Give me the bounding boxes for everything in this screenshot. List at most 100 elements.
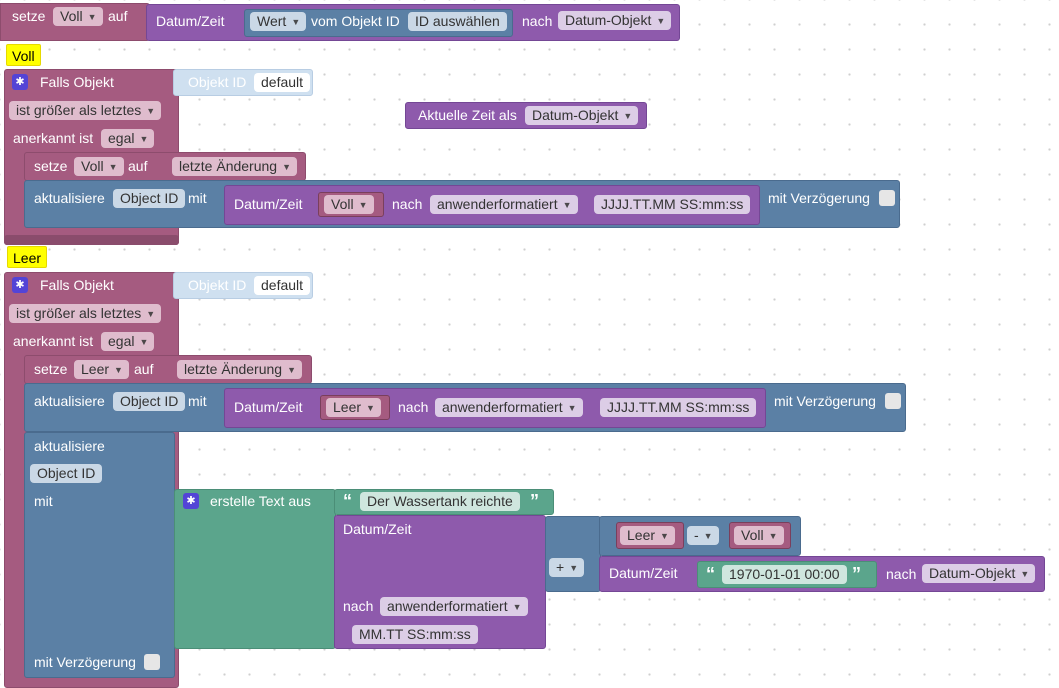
nach-label: nach (343, 598, 374, 614)
erstelle-text-label: erstelle Text aus (210, 493, 311, 509)
quote-close-icon: ” (852, 564, 861, 584)
letzte-aenderung-dropdown[interactable]: letzte Änderung▼ (172, 157, 297, 176)
condition-dropdown[interactable]: ist größer als letztes▼ (9, 101, 162, 120)
object-id-field[interactable]: Object ID (30, 464, 103, 483)
format-dropdown[interactable]: anwenderformatiert▼ (435, 398, 583, 417)
datum-objekt-dropdown[interactable]: Datum-Objekt▼ (558, 11, 672, 30)
chevron-down-icon: ▼ (87, 12, 97, 22)
chevron-down-icon: ▼ (656, 16, 666, 26)
variable-dropdown-leer[interactable]: Leer▼ (326, 398, 381, 417)
falls-objekt-label: Falls Objekt (40, 74, 114, 90)
gear-icon[interactable]: ✱ (183, 493, 199, 509)
auf-label: auf (134, 361, 154, 377)
chevron-down-icon: ▼ (1020, 569, 1030, 579)
wert-dropdown[interactable]: Wert▼ (250, 12, 307, 31)
chevron-down-icon: ▼ (146, 309, 156, 319)
comment-note-voll[interactable]: Voll (6, 44, 41, 66)
aktuelle-zeit-label: Aktuelle Zeit als (418, 107, 517, 123)
datumzeit-label: Datum/Zeit (234, 196, 303, 212)
format-string-field[interactable]: JJJJ.TT.MM SS:mm:ss (600, 398, 757, 417)
plus-operator-dropdown[interactable]: +▼ (549, 558, 585, 577)
chevron-down-icon: ▼ (567, 403, 577, 413)
aktualisiere-label: aktualisiere (34, 438, 105, 454)
date-text-field[interactable]: 1970-01-01 00:00 (722, 565, 847, 584)
delay-checkbox[interactable] (144, 654, 160, 670)
block-footer (4, 235, 179, 245)
chevron-down-icon: ▼ (623, 111, 633, 121)
gear-icon[interactable]: ✱ (12, 74, 28, 90)
chevron-down-icon: ▼ (287, 365, 296, 375)
chevron-down-icon: ▼ (512, 602, 522, 612)
id-select-field[interactable]: ID auswählen (408, 12, 507, 31)
text-join-block[interactable] (174, 489, 336, 649)
setze-label: setze (34, 158, 68, 174)
aktualisiere-label: aktualisiere (34, 393, 105, 409)
variable-dropdown-leer[interactable]: Leer▼ (620, 526, 675, 545)
nach-label: nach (392, 196, 423, 212)
delay-checkbox[interactable] (879, 190, 895, 206)
mit-verzoegerung-label: mit Verzögerung (774, 393, 876, 409)
datumzeit-label: Datum/Zeit (609, 565, 678, 581)
format-dropdown[interactable]: anwenderformatiert▼ (430, 195, 578, 214)
minus-operator-dropdown[interactable]: -▼ (687, 526, 719, 545)
vom-objekt-label: vom Objekt ID (311, 13, 400, 29)
variable-dropdown-voll[interactable]: Voll▼ (734, 526, 784, 545)
nach-label: nach (886, 566, 917, 582)
chevron-down-icon: ▼ (291, 17, 301, 27)
chevron-down-icon: ▼ (139, 134, 149, 144)
aktualisiere-label: aktualisiere (34, 190, 105, 206)
setze-label: setze (34, 361, 68, 377)
format-string-field[interactable]: MM.TT SS:mm:ss (352, 625, 478, 644)
chevron-down-icon: ▼ (562, 200, 572, 210)
chevron-down-icon: ▼ (703, 531, 713, 541)
egal-dropdown[interactable]: egal▼ (101, 129, 155, 148)
mit-verzoegerung-label: mit Verzögerung (768, 190, 870, 206)
datum-objekt-dropdown[interactable]: Datum-Objekt▼ (525, 106, 639, 125)
letzte-aenderung-dropdown[interactable]: letzte Änderung▼ (177, 360, 302, 379)
variable-dropdown-voll[interactable]: Voll▼ (324, 195, 374, 214)
nach-label: nach (398, 399, 429, 415)
variable-dropdown-leer[interactable]: Leer▼ (74, 360, 129, 379)
chevron-down-icon: ▼ (366, 403, 375, 413)
objekt-id-label: Objekt ID (188, 277, 247, 293)
chevron-down-icon: ▼ (358, 200, 368, 210)
object-id-field[interactable]: Object ID (113, 189, 186, 208)
anerkannt-label: anerkannt ist (13, 130, 94, 146)
datum-objekt-dropdown[interactable]: Datum-Objekt▼ (922, 564, 1036, 583)
chevron-down-icon: ▼ (569, 563, 579, 573)
datumzeit-label: Datum/Zeit (234, 399, 303, 415)
chevron-down-icon: ▼ (139, 337, 149, 347)
mit-verzoegerung-label: mit Verzögerung (34, 654, 136, 670)
math-plus-block[interactable] (545, 516, 601, 592)
text-field-wassertank[interactable]: Der Wassertank reichte (360, 492, 520, 511)
chevron-down-icon: ▼ (660, 531, 669, 541)
setze-label: setze (12, 8, 46, 24)
condition-dropdown[interactable]: ist größer als letztes▼ (9, 304, 162, 323)
mit-label: mit (34, 493, 53, 509)
auf-label: auf (128, 158, 148, 174)
chevron-down-icon: ▼ (146, 106, 156, 116)
chevron-down-icon: ▼ (282, 162, 291, 172)
chevron-down-icon: ▼ (768, 531, 778, 541)
mit-label: mit (188, 393, 207, 409)
chevron-down-icon: ▼ (108, 162, 118, 172)
datumzeit-label: Datum/Zeit (343, 521, 412, 537)
objekt-id-value[interactable]: default (254, 276, 311, 295)
quote-close-icon: ” (530, 491, 539, 511)
anerkannt-label: anerkannt ist (13, 333, 94, 349)
variable-dropdown-voll[interactable]: Voll▼ (74, 157, 124, 176)
egal-dropdown[interactable]: egal▼ (101, 332, 155, 351)
variable-dropdown-voll[interactable]: Voll▼ (53, 7, 103, 26)
objekt-id-label: Objekt ID (188, 74, 247, 90)
mit-label: mit (188, 190, 207, 206)
object-id-field[interactable]: Object ID (113, 392, 186, 411)
datumzeit-label: Datum/Zeit (156, 13, 225, 29)
chevron-down-icon: ▼ (114, 365, 123, 375)
comment-note-leer[interactable]: Leer (7, 246, 48, 268)
falls-objekt-label: Falls Objekt (40, 277, 114, 293)
format-dropdown[interactable]: anwenderformatiert▼ (380, 597, 528, 616)
gear-icon[interactable]: ✱ (12, 277, 28, 293)
delay-checkbox[interactable] (885, 393, 901, 409)
format-string-field[interactable]: JJJJ.TT.MM SS:mm:ss (594, 195, 751, 214)
objekt-id-value[interactable]: default (254, 73, 311, 92)
